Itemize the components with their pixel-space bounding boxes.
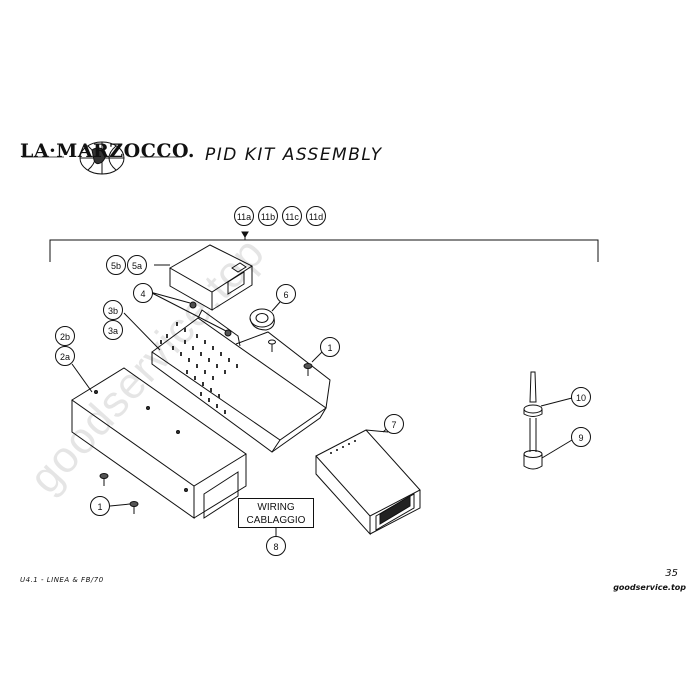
grommet-part-6 [249, 301, 281, 331]
wiring-label-line2: CABLAGGIO [246, 515, 306, 526]
brand-logo-text: LA·MARZOCCO. [20, 140, 195, 162]
screw-part-1-lower [99, 473, 139, 514]
wiring-label-part-8: WIRING CABLAGGIO [238, 498, 314, 528]
temperature-probe-part-10 [523, 371, 573, 452]
callout-8: 8 [266, 536, 286, 556]
probe-fitting-part-9 [523, 439, 573, 470]
callout-2b: 2b [55, 326, 75, 346]
callout-4: 4 [133, 283, 153, 303]
callout-7: 7 [384, 414, 404, 434]
site-badge: goodservice.top [613, 583, 686, 592]
callout-11d: 11d [306, 206, 326, 226]
screws-part-4 [149, 291, 232, 337]
callout-9: 9 [571, 427, 591, 447]
callout-2a: 2a [55, 346, 75, 366]
perforated-bracket-part-3 [123, 309, 331, 453]
footer-model-text: U4.1 - LINEA & FB/70 [20, 576, 104, 584]
globe-logo-icon [22, 141, 182, 175]
enclosure-box-part-2 [71, 363, 247, 519]
callout-3a: 3a [103, 320, 123, 340]
screw-part-1-upper [268, 339, 323, 376]
callout-1-lower: 1 [90, 496, 110, 516]
pid-controller-part-7 [315, 429, 421, 536]
callout-11c: 11c [282, 206, 302, 226]
callout-5a: 5a [127, 255, 147, 275]
assembly-bracket [49, 231, 599, 262]
callout-3b: 3b [103, 300, 123, 320]
callout-5b: 5b [106, 255, 126, 275]
callout-11b: 11b [258, 206, 278, 226]
page-title: PID KIT ASSEMBLY [205, 145, 383, 165]
callout-6: 6 [276, 284, 296, 304]
wiring-label-line1: WIRING [257, 502, 295, 513]
page-number: 35 [665, 568, 678, 579]
callout-1-upper: 1 [320, 337, 340, 357]
callout-10: 10 [571, 387, 591, 407]
controller-module-part-5 [154, 244, 254, 311]
callout-11a: 11a [234, 206, 254, 226]
